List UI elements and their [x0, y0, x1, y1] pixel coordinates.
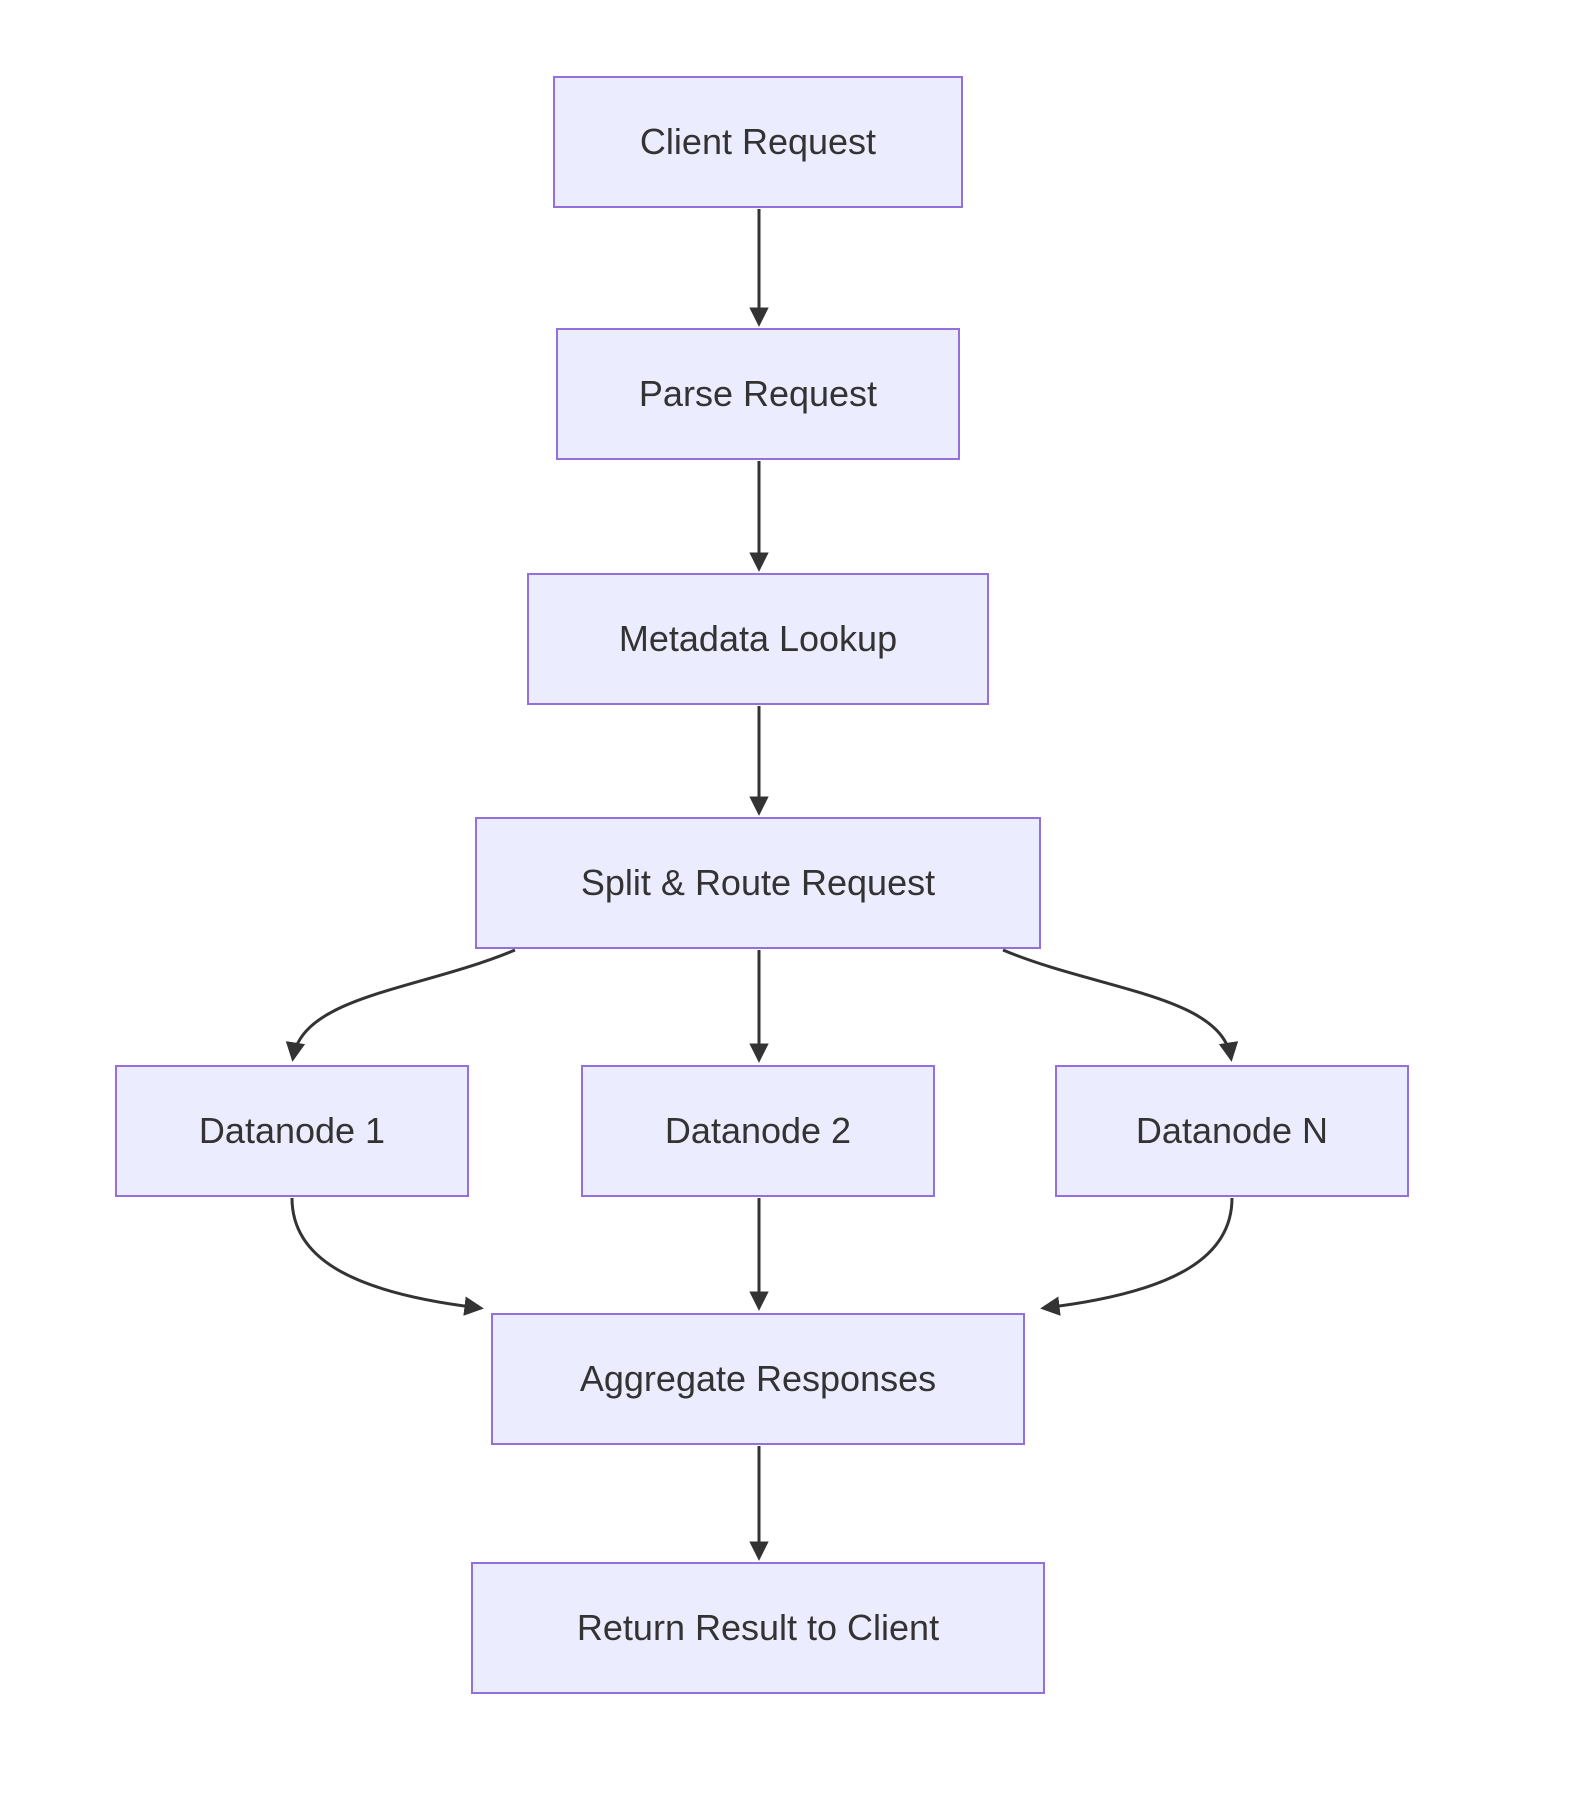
- edge-split-to-datanode1: [285, 948, 516, 1062]
- node-datanode-n-label: Datanode N: [1135, 1110, 1329, 1152]
- node-datanode-2: Datanode 2: [581, 1065, 935, 1197]
- node-metadata-lookup: Metadata Lookup: [527, 573, 989, 705]
- node-return-result: Return Result to Client: [471, 1562, 1045, 1694]
- edge-datanode1-to-aggregate: [290, 1197, 484, 1316]
- node-datanode-1: Datanode 1: [115, 1065, 469, 1197]
- node-aggregate-responses-label: Aggregate Responses: [579, 1358, 937, 1400]
- edge-split-to-datanoden: [1002, 948, 1239, 1062]
- node-parse-request: Parse Request: [556, 328, 960, 460]
- node-return-result-label: Return Result to Client: [576, 1607, 940, 1649]
- node-metadata-lookup-label: Metadata Lookup: [618, 618, 898, 660]
- node-datanode-n: Datanode N: [1055, 1065, 1409, 1197]
- node-client-request: Client Request: [553, 76, 963, 208]
- node-client-request-label: Client Request: [639, 121, 877, 163]
- node-parse-request-label: Parse Request: [638, 373, 878, 415]
- node-split-route-request: Split & Route Request: [475, 817, 1041, 949]
- node-datanode-2-label: Datanode 2: [664, 1110, 852, 1152]
- node-datanode-1-label: Datanode 1: [198, 1110, 386, 1152]
- edge-datanoden-to-aggregate: [1040, 1197, 1234, 1316]
- node-split-route-request-label: Split & Route Request: [580, 862, 936, 904]
- node-aggregate-responses: Aggregate Responses: [491, 1313, 1025, 1445]
